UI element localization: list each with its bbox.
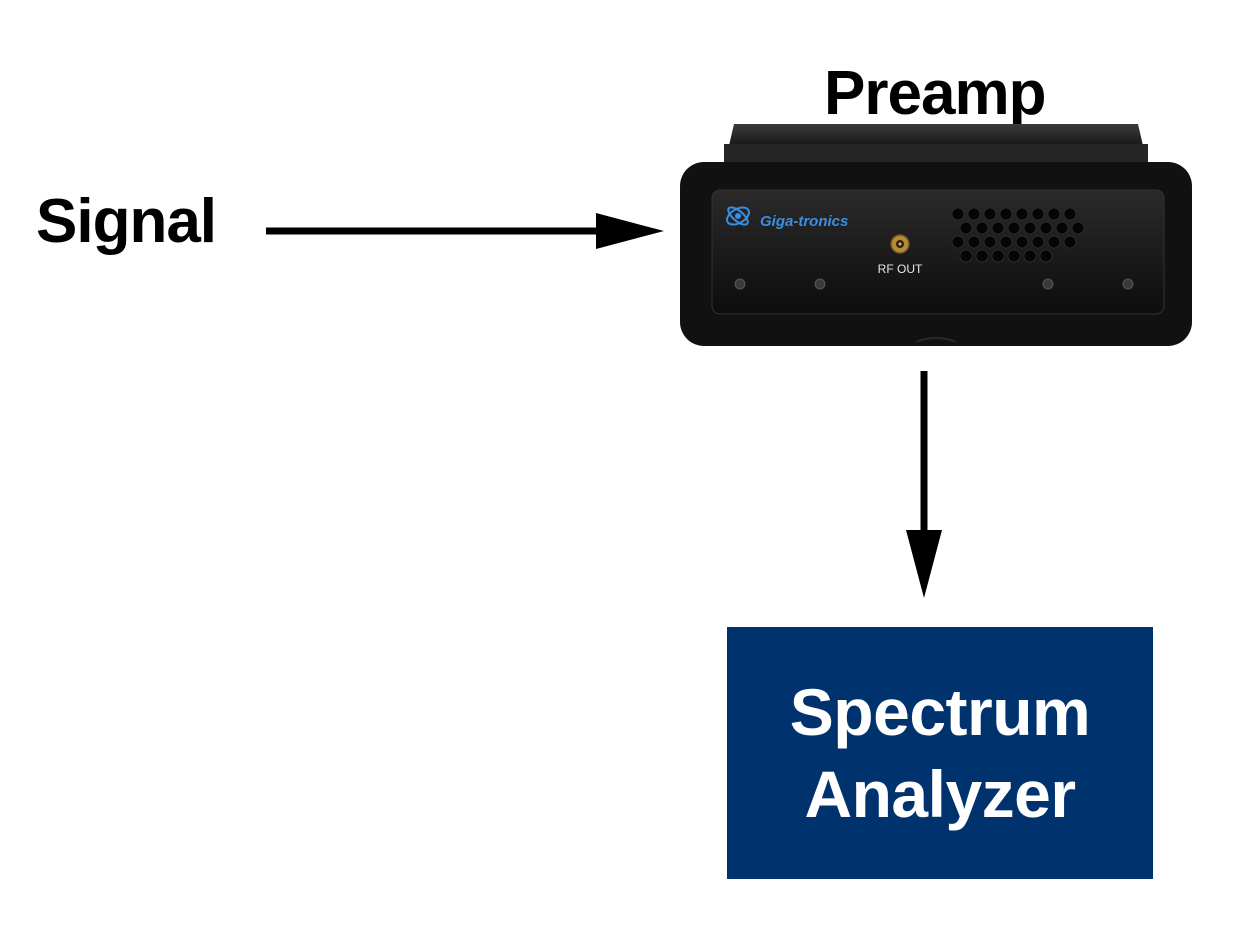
arrow-down-icon — [906, 371, 942, 598]
analyzer-line-2: Analyzer — [804, 757, 1076, 831]
arrow-right-icon — [266, 213, 664, 249]
signal-label: Signal — [36, 187, 217, 256]
analyzer-line-1: Spectrum — [789, 675, 1091, 749]
brand-logo-text: Giga-tronics — [760, 213, 848, 230]
preamp-label: Preamp — [824, 59, 1046, 128]
preamp-device: Giga-tronics RF OUT — [680, 124, 1192, 346]
vent-grille-icon — [951, 207, 1085, 263]
rf-connector-icon — [890, 234, 910, 254]
giga-tronics-logo-icon — [726, 206, 750, 226]
rf-out-label: RF OUT — [878, 262, 923, 276]
spectrum-analyzer-box: Spectrum Analyzer — [727, 627, 1153, 879]
